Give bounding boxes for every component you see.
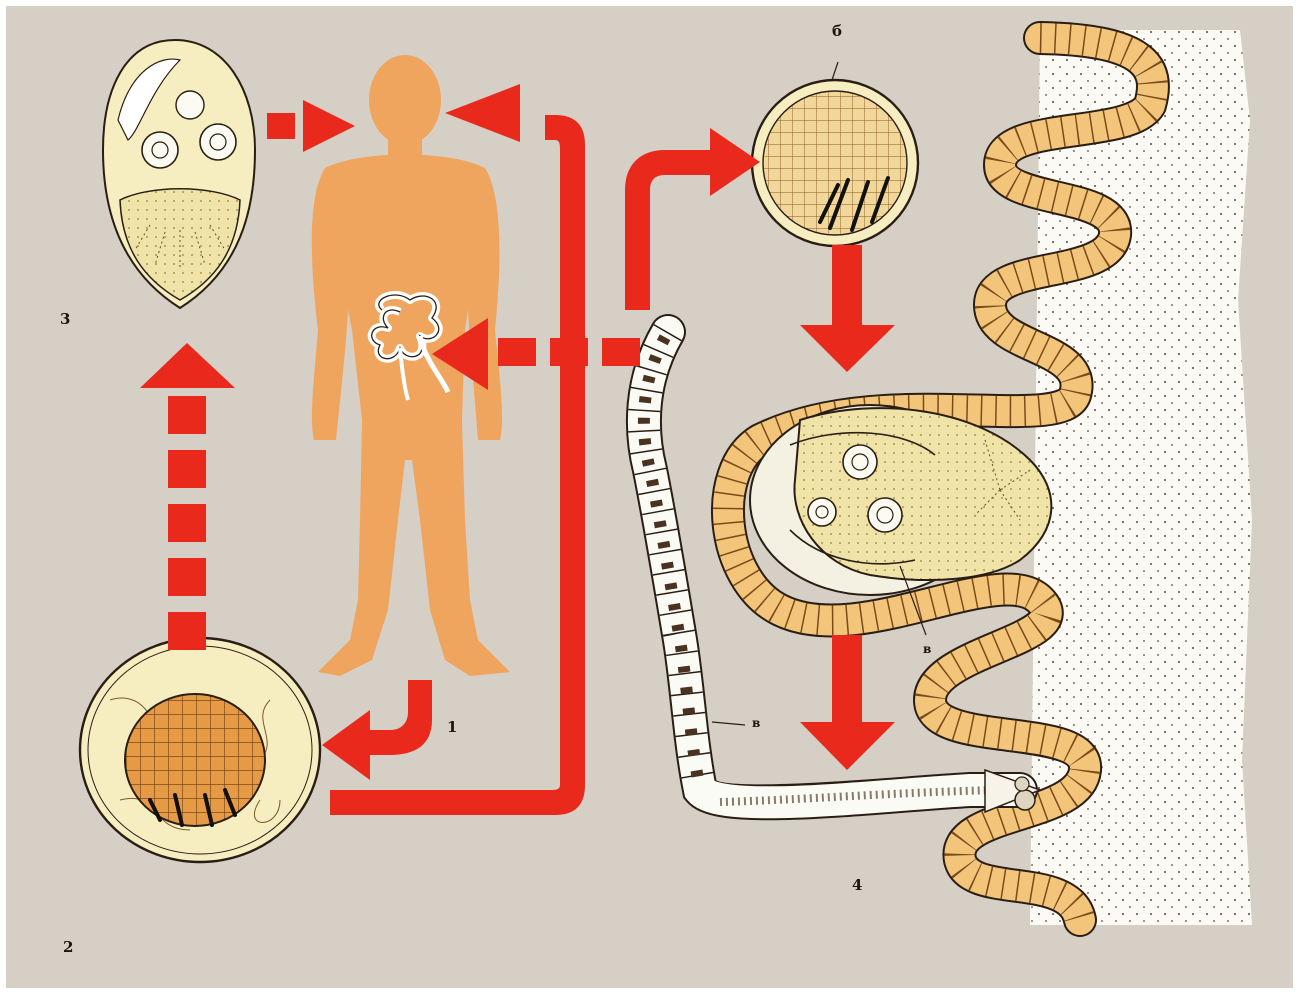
stage-label-4: 4: [852, 878, 862, 893]
letter-label-b: б: [832, 24, 842, 39]
letter-label-v-cysticercus: в: [923, 643, 931, 655]
stage-label-2: 2: [63, 940, 73, 955]
egg-icon: [80, 638, 320, 862]
stage-label-3: 3: [60, 312, 70, 327]
stage-label-1: 1: [447, 720, 457, 735]
letter-label-v-proglottid: в: [752, 717, 760, 729]
